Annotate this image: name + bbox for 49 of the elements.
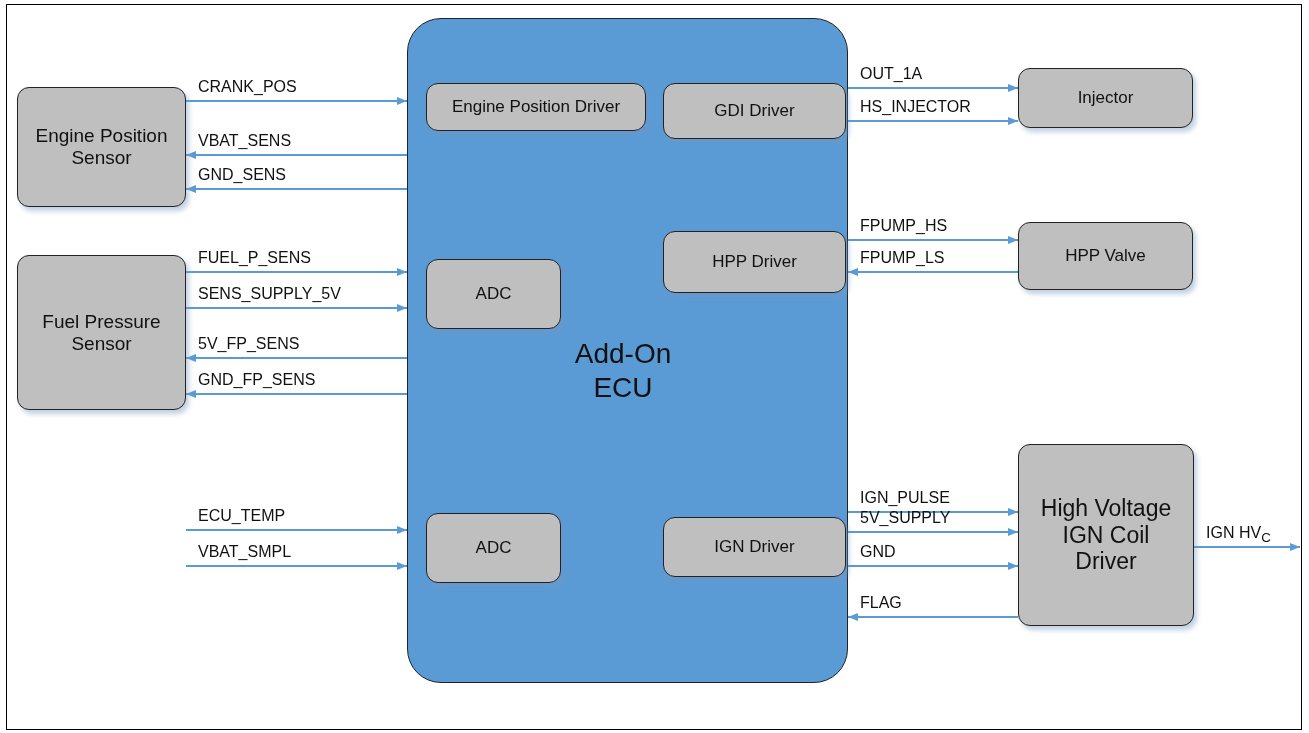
- edge-label: FLAG: [860, 594, 902, 612]
- arrow: [185, 562, 408, 570]
- arrow: [185, 526, 408, 534]
- component-block: HPP Valve: [1018, 222, 1193, 290]
- edge-label: 5V_FP_SENS: [198, 335, 300, 353]
- edge-label: SENS_SUPPLY_5V: [198, 285, 341, 303]
- arrow: [185, 268, 408, 276]
- edge-label: CRANK_POS: [198, 78, 297, 96]
- edge-label: VBAT_SENS: [198, 132, 292, 150]
- component-block: Engine Position Driver: [426, 83, 646, 131]
- component-block: IGN Driver: [663, 517, 846, 577]
- component-block: GDI Driver: [663, 83, 846, 139]
- arrow: [847, 236, 1019, 244]
- arrow: [847, 268, 1019, 276]
- edge-label: GND_FP_SENS: [198, 371, 316, 389]
- arrow: [847, 528, 1019, 536]
- edge-label: 5V_SUPPLY: [860, 509, 951, 527]
- arrow: [185, 390, 408, 398]
- arrow: [847, 84, 1019, 92]
- arrow: [185, 354, 408, 362]
- arrow: [847, 117, 1019, 125]
- component-block: Fuel Pressure Sensor: [17, 255, 186, 410]
- edge-label: VBAT_SMPL: [198, 543, 292, 561]
- arrow: [185, 304, 408, 312]
- arrow: [185, 151, 408, 159]
- arrow: [847, 508, 1019, 516]
- edge-label: IGN_PULSE: [860, 489, 950, 507]
- component-block: Engine Position Sensor: [17, 87, 186, 207]
- edge-label: OUT_1A: [860, 65, 923, 83]
- edge-label: ECU_TEMP: [198, 507, 286, 525]
- arrow: [185, 97, 408, 105]
- module-panel: [407, 18, 848, 683]
- edge-label: GND: [860, 543, 896, 561]
- edge-label: HS_INJECTOR: [860, 98, 971, 116]
- component-block: ADC: [426, 259, 561, 329]
- edge-label: FPUMP_LS: [860, 249, 945, 267]
- arrow: [847, 613, 1019, 621]
- arrow: [1193, 543, 1301, 551]
- panel-title: Add-On ECU: [573, 337, 673, 405]
- arrow: [185, 185, 408, 193]
- edge-label: IGN HV$_{C}$: [1206, 524, 1271, 546]
- component-block: High Voltage IGN Coil Driver: [1018, 444, 1194, 626]
- component-block: Injector: [1018, 68, 1193, 128]
- edge-label: FUEL_P_SENS: [198, 249, 311, 267]
- edge-label: GND_SENS: [198, 166, 287, 184]
- component-block: HPP Driver: [663, 231, 846, 293]
- component-block: ADC: [426, 513, 561, 583]
- arrow: [847, 562, 1019, 570]
- edge-label: FPUMP_HS: [860, 217, 948, 235]
